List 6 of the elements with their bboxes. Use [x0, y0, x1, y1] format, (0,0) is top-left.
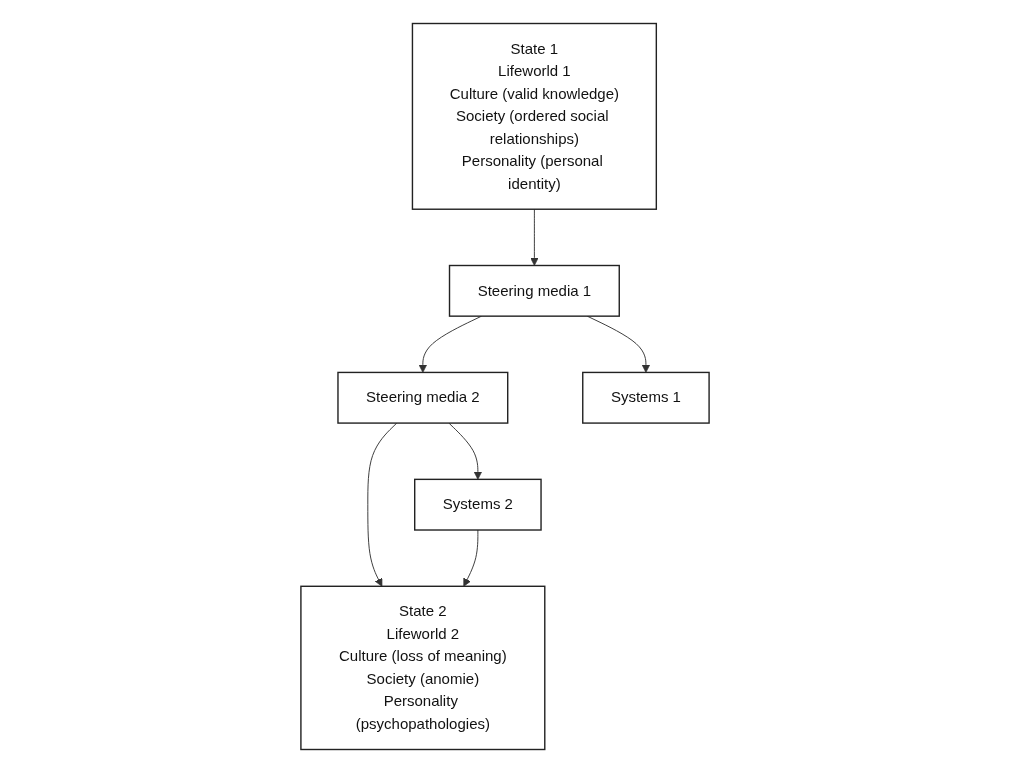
node-box: State 2 Lifeworld 2 Culture (loss of meaning) Society (anomie) Personality (psychopathologies): [300, 585, 546, 751]
node-box: Systems 2: [414, 478, 542, 531]
node-box: Systems 1: [582, 371, 710, 424]
node-box: Steering media 2: [337, 371, 509, 424]
node-box: State 1 Lifeworld 1 Culture (valid knowledge) Society (ordered social relationships) Personality (personal identity): [411, 22, 658, 210]
node-box: Steering media 1: [448, 264, 620, 317]
